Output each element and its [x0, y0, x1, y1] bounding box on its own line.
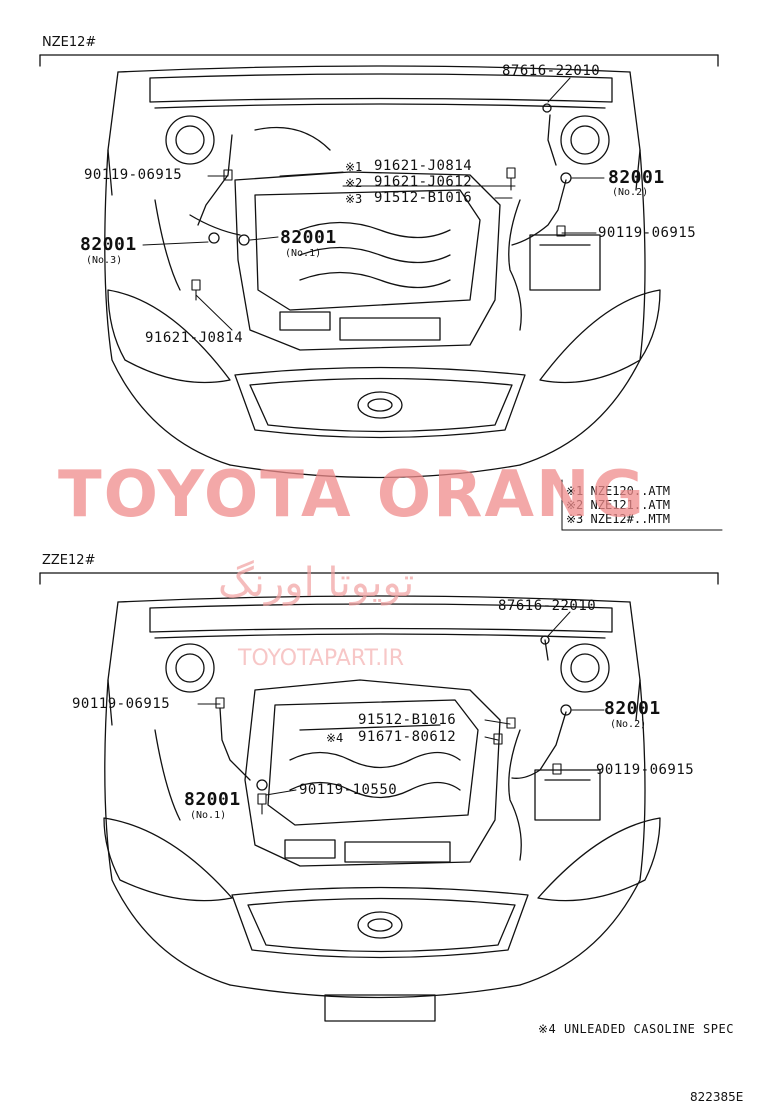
part-number-91671-bottom: 91671-80612 — [358, 729, 457, 745]
part-number-90119-left-bottom: 90119-06915 — [72, 696, 171, 712]
variant-notes: ※1 NZE120..ATM ※2 NZE121..ATM ※3 NZE12#.… — [566, 484, 670, 526]
top-section-frame — [39, 54, 719, 67]
part-number-87616-bottom: 87616-22010 — [498, 598, 597, 614]
part-number-91621-j0814-top: 91621-J0814 — [374, 158, 473, 174]
top-leader-lines — [142, 77, 605, 331]
bottom-leader-lines — [197, 611, 605, 796]
part-number-82001-no1-bottom: 82001 — [184, 789, 241, 810]
part-number-90119-right-top: 90119-06915 — [598, 225, 697, 241]
model-label-top: NZE12# — [42, 35, 97, 50]
note-mark-3-top: ※3 — [345, 192, 363, 206]
part-number-82001-no2-top: 82001 — [608, 167, 665, 188]
figure-id: 822385E — [690, 1090, 744, 1104]
bottom-car-drawing — [103, 595, 661, 1022]
part-number-90119-10550-bottom: 90119-10550 — [299, 782, 398, 798]
note-mark-2-top: ※2 — [345, 176, 363, 190]
part-number-82001-no2-bottom: 82001 — [604, 698, 661, 719]
part-number-82001-no3-top: 82001 — [80, 234, 137, 255]
top-bolts — [191, 167, 566, 301]
watermark-brand: TOYOTA ORANG — [58, 458, 647, 532]
note-mark-4-bottom: ※4 — [326, 731, 344, 745]
note-mark-1-top: ※1 — [345, 160, 363, 174]
part-number-87616-top: 87616-22010 — [502, 63, 601, 79]
variant-note-1: ※1 NZE120..ATM — [566, 484, 670, 498]
model-label-bottom: ZZE12# — [42, 553, 96, 568]
ground-no2-tag-top: (No.2) — [612, 187, 649, 198]
bottom-section-frame — [39, 572, 719, 585]
unleaded-spec-note: ※4 UNLEADED CASOLINE SPEC — [538, 1022, 734, 1036]
part-number-91512-top: 91512-B1016 — [374, 190, 473, 206]
top-car-drawing — [104, 65, 661, 479]
part-number-91512-bottom: 91512-B1016 — [358, 712, 457, 728]
ground-no3-tag-top: (No.3) — [86, 255, 123, 266]
variant-note-2: ※2 NZE121..ATM — [566, 498, 670, 512]
part-number-82001-no1-top: 82001 — [280, 227, 337, 248]
watermark-site: TOYOTAPART.IR — [238, 646, 405, 671]
ground-no1-tag-bottom: (No.1) — [190, 810, 227, 821]
top-notes-box — [561, 479, 723, 531]
ground-no2-tag-bottom: (No.2) — [610, 719, 647, 730]
part-number-90119-right-bottom: 90119-06915 — [596, 762, 695, 778]
part-number-91621-j0612-top: 91621-J0612 — [374, 174, 473, 190]
watermark-persian: تویوتا اورنگ — [218, 560, 415, 606]
ground-no1-tag-top: (No.1) — [285, 248, 322, 259]
variant-note-3: ※3 NZE12#..MTM — [566, 512, 670, 526]
bottom-bolts — [215, 697, 562, 815]
part-number-91621-bottom-left-top: 91621-J0814 — [145, 330, 244, 346]
part-number-90119-left-top: 90119-06915 — [84, 167, 183, 183]
